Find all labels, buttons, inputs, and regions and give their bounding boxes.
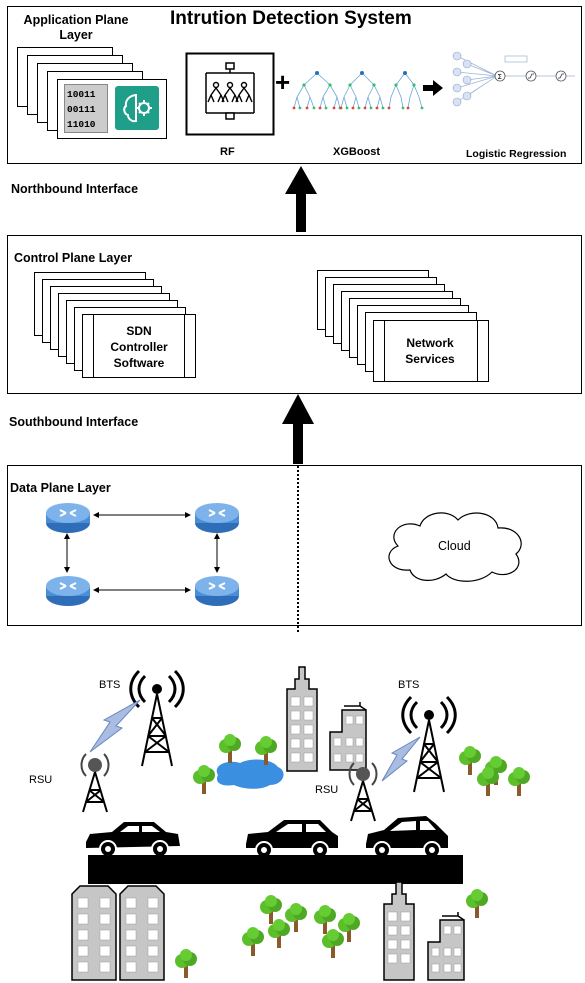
router-icon [46, 576, 90, 606]
sedan-car-icon [86, 822, 180, 858]
bts-label-left: BTS [99, 679, 121, 691]
tree-icon [314, 905, 336, 934]
lightning-bolt-icon [381, 736, 421, 782]
tree-icon [285, 903, 307, 932]
router-mesh [64, 512, 220, 593]
skyscraper-icon [383, 881, 415, 981]
tree-icon [255, 736, 277, 765]
sdn-controller-box: SDN Controller Software [82, 314, 196, 378]
tree-icon [477, 767, 499, 796]
router-icon [46, 503, 90, 533]
tree-icon [268, 919, 290, 948]
bts-label-right: BTS [398, 679, 420, 691]
tree-icon [338, 913, 360, 942]
sdn-controller-label: SDN Controller Software [110, 324, 168, 370]
road [88, 855, 463, 884]
rsu-label-right: RSU [315, 784, 339, 796]
router-icon [195, 576, 239, 606]
control-plane-label: Control Plane Layer [14, 251, 133, 265]
binary-data-block: 10011 00111 11010 [64, 84, 108, 133]
office-building-icon [427, 912, 465, 981]
southbound-interface-label: Southbound Interface [9, 415, 139, 429]
pond-icon [216, 759, 284, 789]
apartment-building-icon [119, 885, 165, 981]
logistic-regression-icon: Σ [452, 51, 575, 107]
ids-title: Intrution Detection System [170, 8, 412, 29]
binary-row: 10011 [67, 89, 96, 100]
binary-row: 11010 [67, 119, 96, 130]
tree-icon [466, 889, 488, 918]
tree-icon [322, 929, 344, 958]
tree-icon [508, 767, 530, 796]
tree-icon [193, 765, 215, 794]
tree-icon [175, 949, 197, 978]
random-forest-icon [185, 52, 275, 136]
suv-car-icon [366, 816, 448, 859]
tree-icon [219, 734, 241, 763]
rf-label: RF [220, 146, 235, 158]
router-icon [195, 503, 239, 533]
tree-icon [260, 895, 282, 924]
svg-text:Σ: Σ [498, 73, 502, 81]
rsu-tower-icon [80, 753, 110, 813]
tree-icon [242, 927, 264, 956]
dotted-link-line [297, 466, 299, 632]
rsu-label-left: RSU [29, 774, 53, 786]
lightning-bolt-icon [89, 699, 141, 753]
right-arrow-icon [423, 80, 443, 96]
hatchback-car-icon [246, 820, 338, 859]
northbound-interface-label: Northbound Interface [11, 182, 139, 196]
skyscraper-icon [286, 666, 318, 772]
plus-sign: + [275, 67, 291, 97]
bts-tower-icon [401, 695, 457, 793]
up-arrow-north-icon [285, 166, 317, 232]
rsu-tower-icon [348, 762, 378, 822]
data-plane-label: Data Plane Layer [10, 481, 111, 495]
xgboost-trees-icon [292, 71, 424, 110]
application-plane-label: Application Plane Layer [23, 13, 129, 42]
cloud-label: Cloud [438, 539, 471, 553]
tree-icon [459, 746, 481, 775]
xgboost-label: XGBoost [333, 146, 381, 158]
ai-brain-icon [115, 86, 159, 130]
binary-row: 00111 [67, 104, 96, 115]
up-arrow-south-icon [282, 394, 314, 464]
apartment-building-icon [71, 885, 117, 981]
office-building-icon [329, 702, 367, 771]
cloud-shape [388, 512, 522, 582]
logistic-regression-label: Logistic Regression [466, 148, 567, 160]
network-services-label: Network Services [405, 336, 455, 366]
network-services-box: Network Services [373, 320, 489, 382]
